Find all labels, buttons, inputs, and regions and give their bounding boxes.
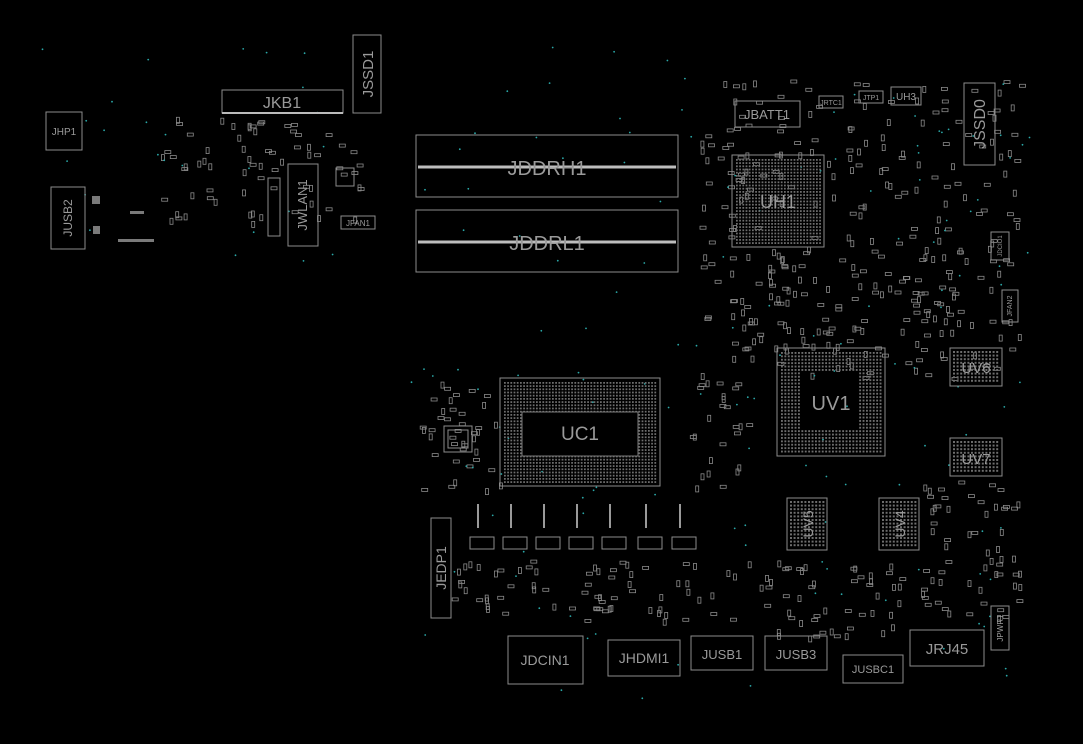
inductor-row (469, 504, 697, 550)
uh3-chip: UH3 (890, 86, 922, 106)
jddrh1-slot: JDDRH1 (415, 134, 679, 198)
jssd1-label: JSSD1 (360, 51, 377, 98)
jedp1-connector: JEDP1 (430, 517, 452, 619)
jkb1-connector: JKB1 (221, 89, 344, 114)
jfan1-connector: JFAN1 (335, 167, 376, 230)
uv4-label: UV4 (892, 510, 908, 537)
cpu-side-chip (443, 425, 473, 453)
uv1-gpu: UV1 (776, 347, 886, 457)
uc1-label: UC1 (561, 424, 599, 445)
uv1-label: UV1 (812, 393, 851, 415)
jusb2-connector: JUSB2 (50, 186, 154, 250)
uv7-label: UV7 (961, 451, 990, 468)
jwlan1-connector: JWLAN1 (267, 163, 319, 247)
jpwr1-label: JPWR1 (996, 614, 1005, 642)
uc1-cpu: UC1 (499, 377, 661, 487)
uv4-memory: UV4 (878, 497, 920, 551)
jhdmi1-label: JHDMI1 (619, 650, 670, 666)
smd-pad-layer (160, 79, 1026, 643)
jssd0-connector: JSSD0 (963, 82, 996, 166)
uv7-memory: UV7 (949, 437, 1003, 477)
jddrh1-label: JDDRH1 (508, 158, 587, 180)
jwlan1-label: JWLAN1 (295, 179, 310, 230)
jfan2-connector: JFAN2 (1001, 289, 1019, 323)
jusb3-connector: JUSB3 (764, 635, 828, 671)
jdcin1-connector: JDCIN1 (507, 635, 584, 685)
jdcio1-connector: JDCIO1 (990, 231, 1010, 261)
uh1-chip: UH1 (731, 154, 825, 248)
jrj45-label: JRJ45 (926, 641, 969, 658)
jrtc1-connector: JRTC1 (818, 95, 844, 109)
jssd0-label: JSSD0 (972, 99, 989, 149)
jddrl1-slot: JDDRL1 (415, 209, 679, 273)
jusbc1-label: JUSBC1 (852, 664, 894, 676)
uv5-memory: UV5 (786, 497, 828, 551)
uv6-label: UV6 (961, 360, 990, 377)
jrtc1-label: JRTC1 (820, 100, 842, 107)
jbatt1-label: JBATT1 (744, 107, 790, 122)
uh3-label: UH3 (896, 92, 916, 103)
jusb3-label: JUSB3 (776, 647, 816, 662)
jusb2-label: JUSB2 (61, 199, 75, 237)
jpwr1-connector: JPWR1 (990, 605, 1010, 651)
uh1-label: UH1 (760, 192, 796, 212)
jtp1-connector: JTP1 (858, 90, 884, 104)
jtp1-label: JTP1 (863, 95, 879, 102)
uv5-label: UV5 (800, 510, 816, 537)
jddrl1-label: JDDRL1 (509, 233, 585, 255)
jusb1-connector: JUSB1 (690, 635, 754, 671)
jusbc1-connector: JUSBC1 (842, 654, 904, 684)
via-layer (41, 46, 1031, 700)
jssd1-connector: JSSD1 (352, 34, 382, 114)
jhp1-connector: JHP1 (45, 111, 83, 151)
jusb1-label: JUSB1 (702, 647, 742, 662)
jkb1-label: JKB1 (263, 95, 301, 112)
jhdmi1-connector: JHDMI1 (607, 639, 681, 677)
jfan2-label: JFAN2 (1007, 295, 1014, 316)
jrj45-connector: JRJ45 (909, 629, 985, 667)
jhp1-label: JHP1 (52, 127, 77, 138)
jbatt1-connector: JBATT1 (734, 100, 801, 128)
uv6-memory: UV6 (949, 347, 1003, 387)
jdcin1-label: JDCIN1 (520, 652, 569, 668)
jdcio1-label: JDCIO1 (998, 235, 1004, 257)
jedp1-label: JEDP1 (433, 546, 449, 590)
jfan1-label: JFAN1 (346, 219, 371, 228)
